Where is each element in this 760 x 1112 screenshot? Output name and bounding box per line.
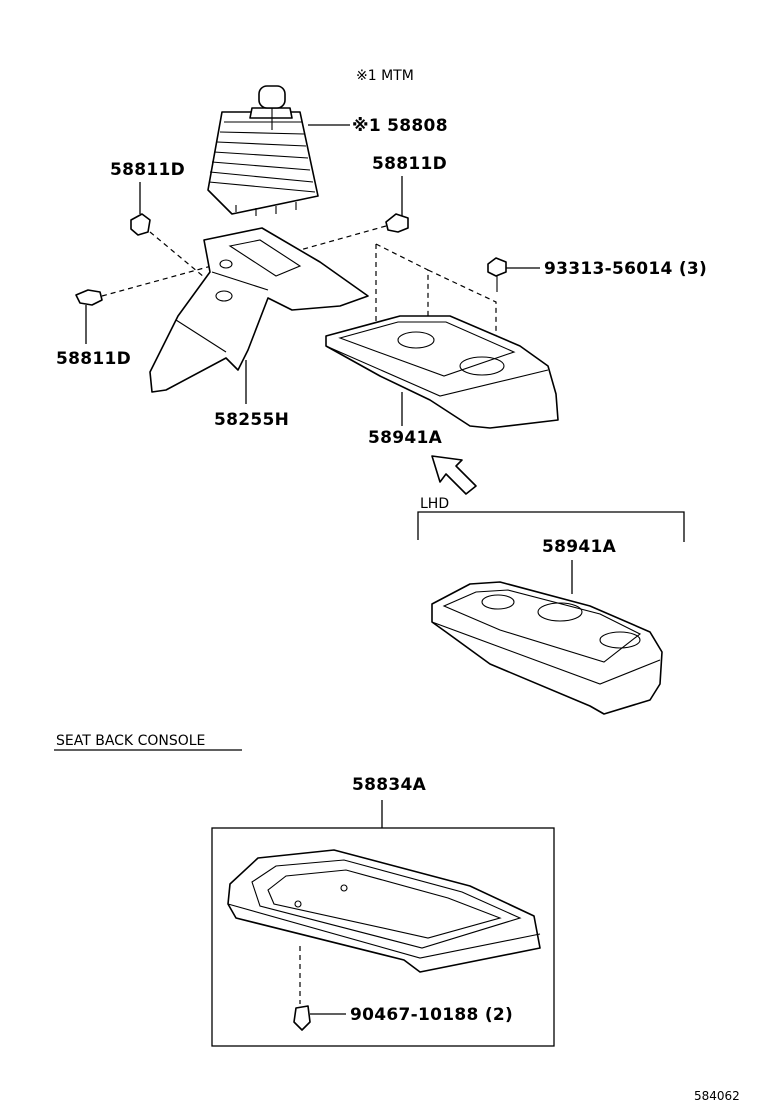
shift-boot-58808	[207, 85, 319, 216]
dashed-path-screw-right	[299, 225, 387, 251]
console-box-58941a-lower	[431, 560, 663, 715]
screw-58811d-top-right	[385, 176, 409, 233]
part-label-58811d-left: 58811D	[56, 349, 131, 369]
part-label-58941a-upper: 58941A	[368, 428, 443, 448]
figure-number: 584062	[694, 1089, 740, 1103]
part-label-58941a-lower: 58941A	[542, 537, 617, 557]
part-label-58255h: 58255H	[214, 410, 289, 430]
part-label-58811d-top-left: 58811D	[110, 160, 185, 180]
lhd-label: LHD	[420, 496, 449, 512]
dashed-path-screw-left	[101, 261, 227, 297]
clip-90467	[293, 1005, 346, 1031]
part-label-58834a: 58834A	[352, 775, 427, 795]
lhd-bracket	[417, 511, 685, 542]
dashed-path-screw-left-top	[149, 231, 223, 293]
screw-58811d-top-left	[130, 182, 151, 236]
part-label-93313: 93313-56014 (3)	[544, 259, 707, 279]
bolt-93313	[487, 257, 540, 292]
lhd-arrow	[431, 455, 477, 495]
part-label-58808: ※1 58808	[352, 116, 448, 136]
dashed-alignment-lines	[375, 243, 497, 414]
section-title: SEAT BACK CONSOLE	[56, 733, 205, 749]
console-box-58941a-upper	[325, 315, 559, 429]
part-label-58811d-top-right: 58811D	[372, 154, 447, 174]
note-mtm-label: ※1 MTM	[356, 68, 414, 84]
screw-58811d-left	[75, 289, 103, 344]
tray-58834a	[227, 849, 541, 973]
bracket-58255h	[149, 227, 369, 404]
part-label-90467: 90467-10188 (2)	[350, 1005, 513, 1025]
seat-back-console-frame	[211, 827, 555, 1047]
